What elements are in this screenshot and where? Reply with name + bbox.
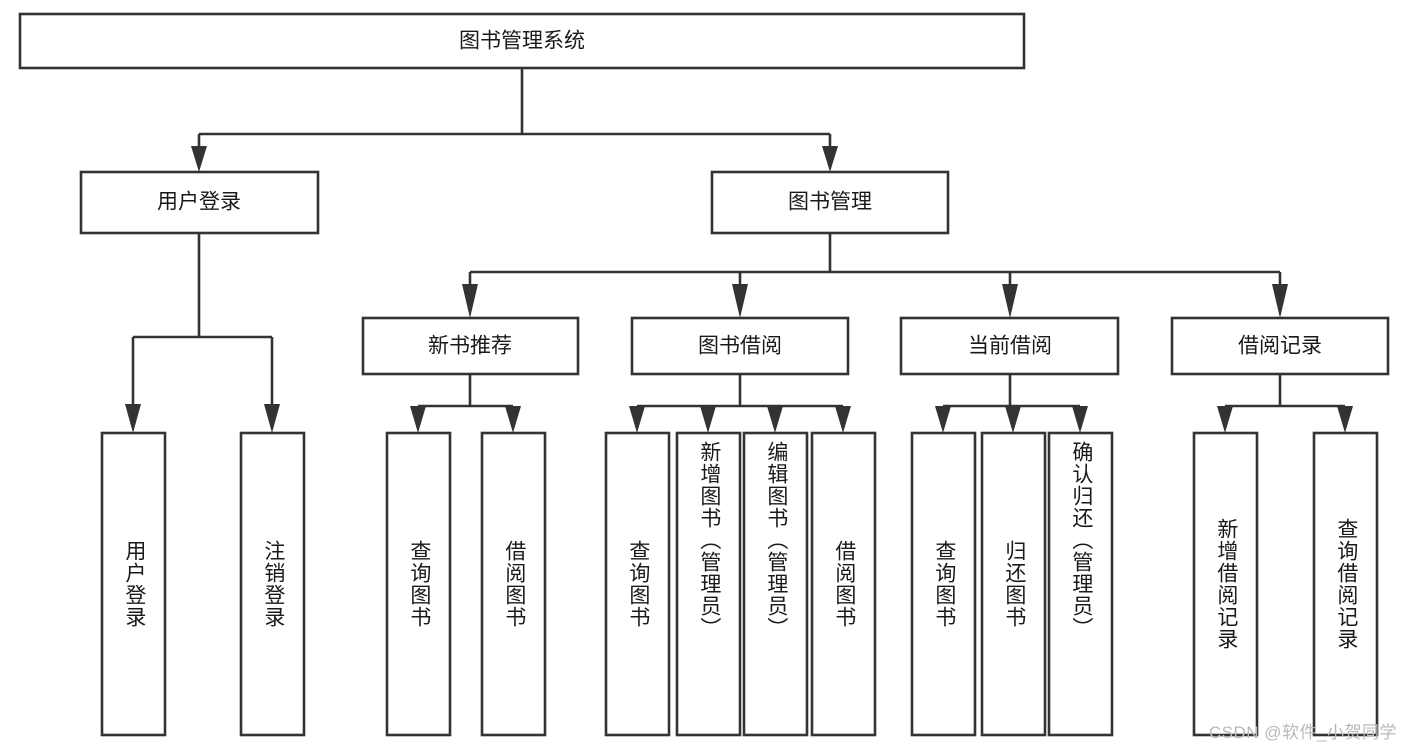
arrow-leaf-9 <box>1005 406 1021 433</box>
arrow-l2-1 <box>732 284 748 318</box>
node-book-borrow-label: 图书借阅 <box>698 335 782 358</box>
arrow-leaf-0 <box>125 404 141 433</box>
leaf-box-query-borrow-record[interactable] <box>1312 431 1379 737</box>
node-current-borrow-label: 当前借阅 <box>968 335 1052 358</box>
leaf-box-user-login[interactable] <box>100 431 167 737</box>
arrow-leaf-12 <box>1337 406 1353 433</box>
leaf-box-query-book-1[interactable] <box>385 431 452 737</box>
leaf-box-borrow-book-1[interactable] <box>480 431 547 737</box>
arrow-l2-2 <box>1002 284 1018 318</box>
node-user-login-box[interactable] <box>79 170 320 235</box>
node-new-book-recommend-label: 新书推荐 <box>428 335 512 358</box>
arrow-l2-3 <box>1272 284 1288 318</box>
arrow-root-to-user-login <box>191 146 207 172</box>
node-layer: 图书管理系统 用户登录 图书管理 新书推荐 图书借阅 当前借阅 借阅记录 <box>18 12 1390 737</box>
arrow-root-to-book-mgmt <box>822 146 838 172</box>
leaf-box-edit-book-admin[interactable] <box>742 431 809 737</box>
leaf-box-add-borrow-record[interactable] <box>1192 431 1259 737</box>
csdn-watermark: CSDN @软件_小贺同学 <box>1208 723 1397 742</box>
node-borrow-record-label: 借阅记录 <box>1238 335 1322 358</box>
arrow-leaf-2 <box>410 406 426 433</box>
node-current-borrow-box[interactable] <box>899 316 1120 376</box>
leaf-box-logout[interactable] <box>239 431 306 737</box>
leaf-box-add-book-admin[interactable] <box>675 431 742 737</box>
leaf-box-borrow-book-2[interactable] <box>810 431 877 737</box>
arrow-leaf-10 <box>1072 406 1088 433</box>
node-root-label: 图书管理系统 <box>459 30 585 53</box>
arrow-leaf-4 <box>629 406 645 433</box>
leaf-box-query-book-2[interactable] <box>604 431 671 737</box>
arrow-l2-0 <box>462 284 478 318</box>
leaf-box-return-book[interactable] <box>980 431 1047 737</box>
node-book-borrow-box[interactable] <box>630 316 850 376</box>
arrow-leaf-11 <box>1217 406 1233 433</box>
leaf-box-query-book-3[interactable] <box>910 431 977 737</box>
connector-layer <box>125 68 1353 433</box>
arrow-leaf-8 <box>935 406 951 433</box>
leaf-box-confirm-return-admin[interactable] <box>1047 431 1114 737</box>
node-user-login-label: 用户登录 <box>157 191 241 214</box>
node-book-mgmt-box[interactable] <box>710 170 950 235</box>
arrow-leaf-3 <box>505 406 521 433</box>
arrow-leaf-7 <box>835 406 851 433</box>
arrow-leaf-1 <box>264 404 280 433</box>
node-new-book-recommend-box[interactable] <box>361 316 580 376</box>
node-root-box[interactable] <box>18 12 1026 70</box>
arrow-leaf-5 <box>700 406 716 433</box>
node-borrow-record-box[interactable] <box>1170 316 1390 376</box>
node-book-mgmt-label: 图书管理 <box>788 191 872 214</box>
arrow-leaf-6 <box>767 406 783 433</box>
